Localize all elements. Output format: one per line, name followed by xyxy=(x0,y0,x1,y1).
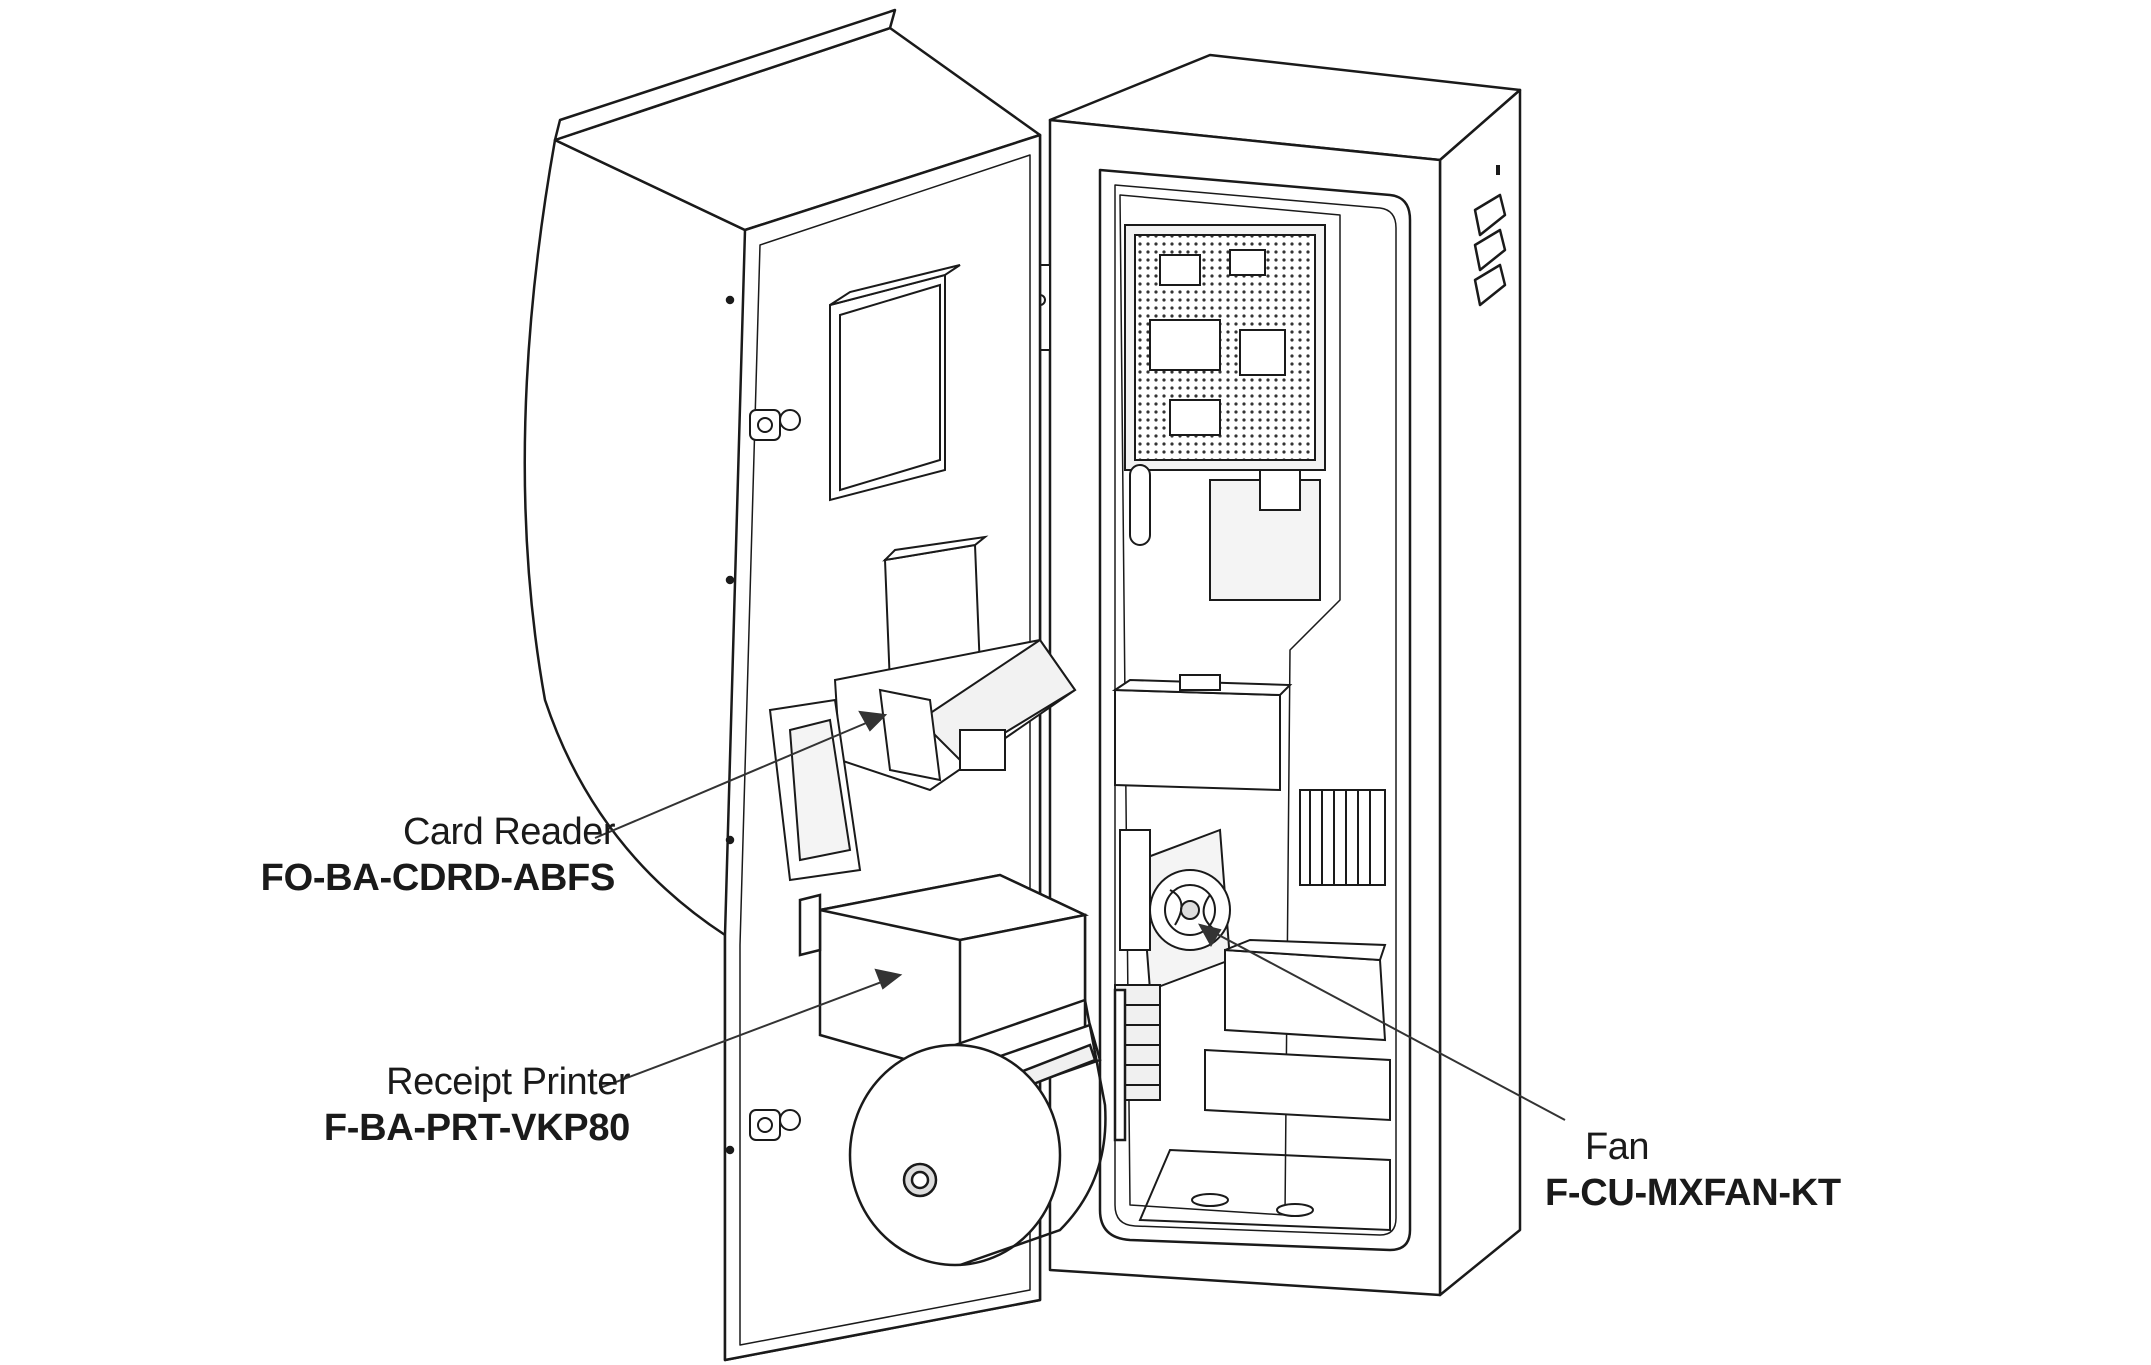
fan-part-number: F-CU-MXFAN-KT xyxy=(1545,1171,1841,1214)
card-reader-label: Card Reader xyxy=(402,811,616,853)
card-reader-part-number: FO-BA-CDRD-ABFS xyxy=(260,856,616,899)
control-board xyxy=(1124,224,1326,471)
receipt-printer-part-number: F-BA-PRT-VKP80 xyxy=(323,1106,630,1149)
door-latch xyxy=(749,409,801,1141)
callout-receipt-printer: Receipt Printer F-BA-PRT-VKP80 xyxy=(180,1060,631,1151)
power-supply xyxy=(1111,674,1293,792)
door-enclosure xyxy=(829,264,961,502)
leader-lines xyxy=(594,710,1566,1121)
callout-card-reader: Card Reader FO-BA-CDRD-ABFS xyxy=(180,810,616,901)
fan-label: Fan xyxy=(1585,1126,1649,1168)
heat-sink xyxy=(1299,789,1386,886)
card-reader xyxy=(768,535,1077,882)
fan xyxy=(1119,828,1232,992)
receipt-printer-label: Receipt Printer xyxy=(386,1061,630,1103)
callout-fan: Fan F-CU-MXFAN-KT xyxy=(1545,1125,1865,1216)
receipt-printer xyxy=(798,873,1127,1267)
